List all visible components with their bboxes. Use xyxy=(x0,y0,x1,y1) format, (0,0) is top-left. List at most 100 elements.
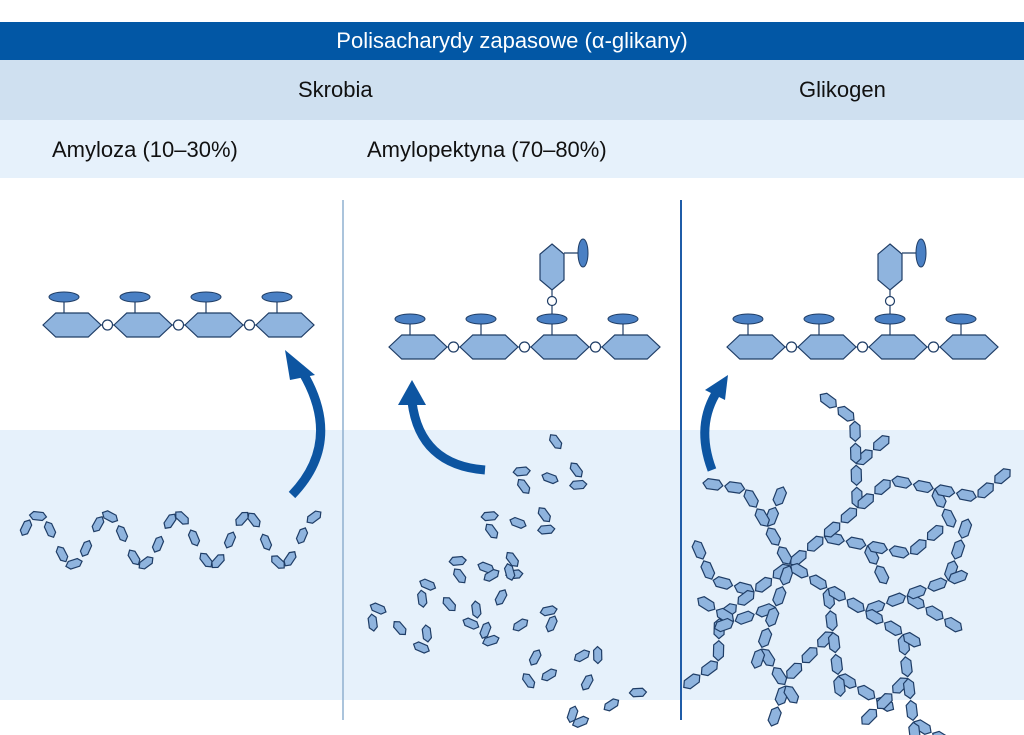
glycogen-glucose-unit xyxy=(885,592,907,607)
glycosidic-oxygen xyxy=(518,341,531,353)
ch2oh-group xyxy=(945,313,977,325)
helix-glucose-unit xyxy=(151,535,165,553)
glycogen-glucose-unit xyxy=(944,616,963,633)
glycogen-glucose-unit xyxy=(950,539,966,560)
glycogen-glucose-unit xyxy=(994,468,1011,485)
arrow-glycogen xyxy=(700,387,722,472)
glycogen-glucose-unit xyxy=(712,639,725,662)
ch2oh-group xyxy=(190,291,222,303)
glycogen-glucose-unit xyxy=(947,569,969,585)
helix-glucose-unit xyxy=(521,673,536,689)
glucose-unit xyxy=(184,312,244,338)
branch-glucose-unit xyxy=(877,243,903,291)
ch2oh-group xyxy=(915,238,927,268)
helix-glucose-unit xyxy=(187,529,201,547)
glycogen-glucose-unit xyxy=(757,627,773,649)
helix-glucose-unit xyxy=(65,557,83,570)
glycogen-glucose-unit xyxy=(883,620,903,637)
glycogen-glucose-unit xyxy=(783,685,800,704)
glycogen-glucose-unit xyxy=(908,721,921,735)
glycogen-glucose-unit xyxy=(866,540,889,555)
glycogen-glucose-unit xyxy=(876,693,893,710)
glycogen-glucose-unit xyxy=(902,677,916,700)
helix-glucose-unit xyxy=(247,512,261,528)
glycogen-glucose-unit xyxy=(888,545,910,559)
helix-glucose-unit xyxy=(580,674,594,691)
glycogen-glucose-unit xyxy=(823,521,841,538)
glycogen-glucose-unit xyxy=(891,475,913,489)
helix-glucose-unit xyxy=(259,533,273,551)
glycogen-glucose-unit xyxy=(906,584,927,600)
glycogen-glucose-unit xyxy=(683,673,701,690)
glycosidic-oxygen xyxy=(785,341,798,353)
glycogen-glucose-unit xyxy=(765,606,780,628)
glycosidic-oxygen xyxy=(927,341,940,353)
helix-glucose-unit xyxy=(421,624,433,643)
helix-glucose-unit xyxy=(223,531,237,549)
glycogen-glucose-unit xyxy=(700,560,716,580)
ch2oh-group xyxy=(465,313,497,325)
glycogen-glucose-unit xyxy=(849,420,861,443)
helix-glucose-unit xyxy=(412,641,430,654)
glycogen-glucose-unit xyxy=(754,576,773,593)
helix-glucose-unit xyxy=(283,551,297,567)
label-amyloza: Amyloza (10–30%) xyxy=(52,137,238,162)
glycogen-glucose-unit xyxy=(808,574,828,591)
ch2oh-group xyxy=(874,313,906,325)
helix-glucose-unit xyxy=(43,521,57,539)
glycogen-glucose-unit xyxy=(691,539,707,560)
helix-glucose-unit xyxy=(571,715,590,728)
glycogen-glucose-unit xyxy=(912,479,934,494)
glucose-unit xyxy=(868,334,928,360)
helix-glucose-unit xyxy=(163,513,177,529)
helix-glucose-unit xyxy=(471,600,482,619)
helix-glucose-unit xyxy=(479,621,492,640)
helix-glucose-unit xyxy=(569,462,583,478)
glucose-unit xyxy=(726,334,786,360)
helix-glucose-unit xyxy=(417,589,428,608)
glycogen-glucose-unit xyxy=(771,666,788,686)
helix-glucose-unit xyxy=(175,511,189,525)
ch2oh-group xyxy=(261,291,293,303)
helix-glucose-unit xyxy=(494,589,508,606)
helix-glucose-unit xyxy=(235,511,249,526)
helix-glucose-unit xyxy=(138,556,154,570)
glycogen-glucose-unit xyxy=(932,730,951,735)
glycogen-glucose-unit xyxy=(833,675,846,697)
helix-glucose-unit xyxy=(480,511,499,522)
helix-glucose-unit xyxy=(28,510,48,522)
glycogen-glucose-unit xyxy=(837,405,855,422)
helix-glucose-unit xyxy=(127,549,141,566)
glycogen-glucose-unit xyxy=(857,493,874,510)
helix-glucose-unit xyxy=(393,620,407,636)
glycogen-glucose-unit xyxy=(925,605,944,622)
glucose-unit xyxy=(459,334,519,360)
glycogen-glucose-unit xyxy=(697,596,716,612)
helix-glucose-unit xyxy=(211,554,225,569)
glycogen-glucose-unit xyxy=(772,586,787,607)
glycogen-glucose-unit xyxy=(825,610,838,632)
glycogen-glucose-unit xyxy=(977,482,994,499)
glucose-unit xyxy=(530,334,590,360)
glycosidic-oxygen xyxy=(589,341,602,353)
glycogen-glucose-unit xyxy=(772,486,788,507)
ch2oh-group xyxy=(394,313,426,325)
helix-glucose-unit xyxy=(512,466,531,477)
ch2oh-group xyxy=(607,313,639,325)
glycogen-glucose-unit xyxy=(849,442,862,465)
helix-glucose-unit xyxy=(295,527,309,545)
helix-glucose-unit xyxy=(79,539,93,557)
helix-glucose-unit xyxy=(462,617,480,630)
helix-glucose-unit xyxy=(509,516,527,529)
glycogen-glucose-unit xyxy=(827,631,841,654)
glycogen-glucose-unit xyxy=(846,597,865,614)
helix-glucose-unit xyxy=(442,597,457,612)
label-skrobia: Skrobia xyxy=(298,77,373,102)
component-row: Amyloza (10–30%) Amylopektyna (70–80%) xyxy=(0,120,1024,178)
helix-glucose-unit xyxy=(91,516,105,533)
helix-glucose-unit xyxy=(19,519,33,537)
glycogen-glucose-unit xyxy=(723,481,746,494)
glycogen-glucose-unit xyxy=(734,610,755,625)
helix-glucose-unit xyxy=(569,479,588,490)
helix-glucose-unit xyxy=(545,615,558,633)
